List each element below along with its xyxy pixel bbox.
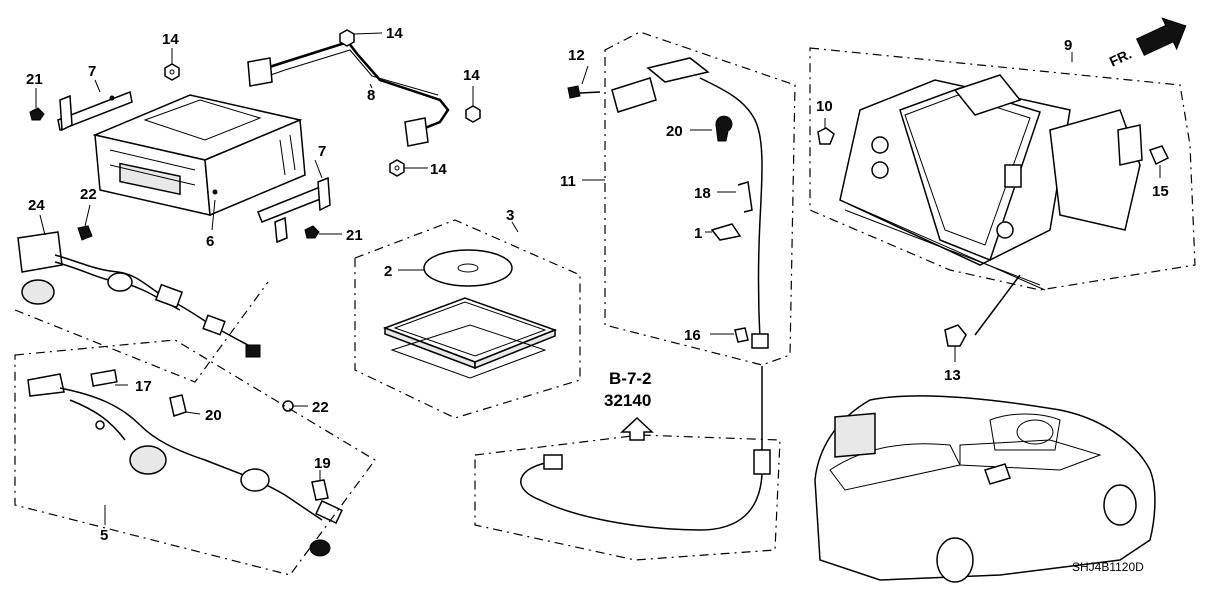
navigation-unit [92,94,306,217]
mounting-bracket-left [57,90,133,132]
callout-17: 17 [135,378,152,395]
reference-section: B-7-2 [609,369,652,388]
callout-2: 2 [384,263,392,280]
mounting-bracket-right [257,176,331,244]
callout-14: 14 [386,25,403,42]
callout-22: 22 [312,399,329,416]
stay-bar [247,29,481,147]
harness-24 [17,225,261,358]
diagram-code: SHJ4B1120D [1072,560,1144,574]
callout-9: 9 [1064,37,1072,54]
callout-11: 11 [560,173,576,190]
callout-21: 21 [26,71,43,88]
nut-14-a [164,63,180,81]
up-arrow [620,416,654,441]
callout-5: 5 [100,527,108,544]
bolt-21-b [304,225,320,239]
callout-14: 14 [162,31,179,48]
callout-19: 19 [314,455,331,472]
bolt-21-a [29,107,45,121]
callout-15: 15 [1152,183,1169,200]
callout-13: 13 [944,367,961,384]
clip-10 [817,127,835,145]
harness-5 [27,369,343,557]
callout-18: 18 [694,185,711,202]
callout-6: 6 [206,233,214,250]
callout-14: 14 [430,161,447,178]
display-unit [839,74,1143,336]
front-direction-indicator: FR. [1107,17,1187,70]
callout-20: 20 [205,407,222,424]
vehicle-illustration [814,395,1156,583]
callout-12: 12 [568,47,585,64]
callout-7: 7 [318,143,326,160]
callout-3: 3 [506,207,514,224]
callout-14: 14 [463,67,480,84]
callout-10: 10 [816,98,833,115]
extension-cable [520,366,771,531]
callout-16: 16 [684,327,701,344]
reference-part-number: 32140 [604,391,651,410]
callout-1: 1 [694,225,702,242]
screw-13 [944,324,967,347]
callout-20: 20 [666,123,683,140]
gps-antenna [567,57,769,349]
callout-24: 24 [28,197,45,214]
callout-8: 8 [367,87,375,104]
disc-assembly [382,249,558,379]
callout-22: 22 [80,186,97,203]
clip-15 [1148,145,1170,166]
callout-21: 21 [346,227,363,244]
front-label: FR. [1107,46,1134,70]
nut-14-d [389,159,405,177]
callout-7: 7 [88,63,96,80]
